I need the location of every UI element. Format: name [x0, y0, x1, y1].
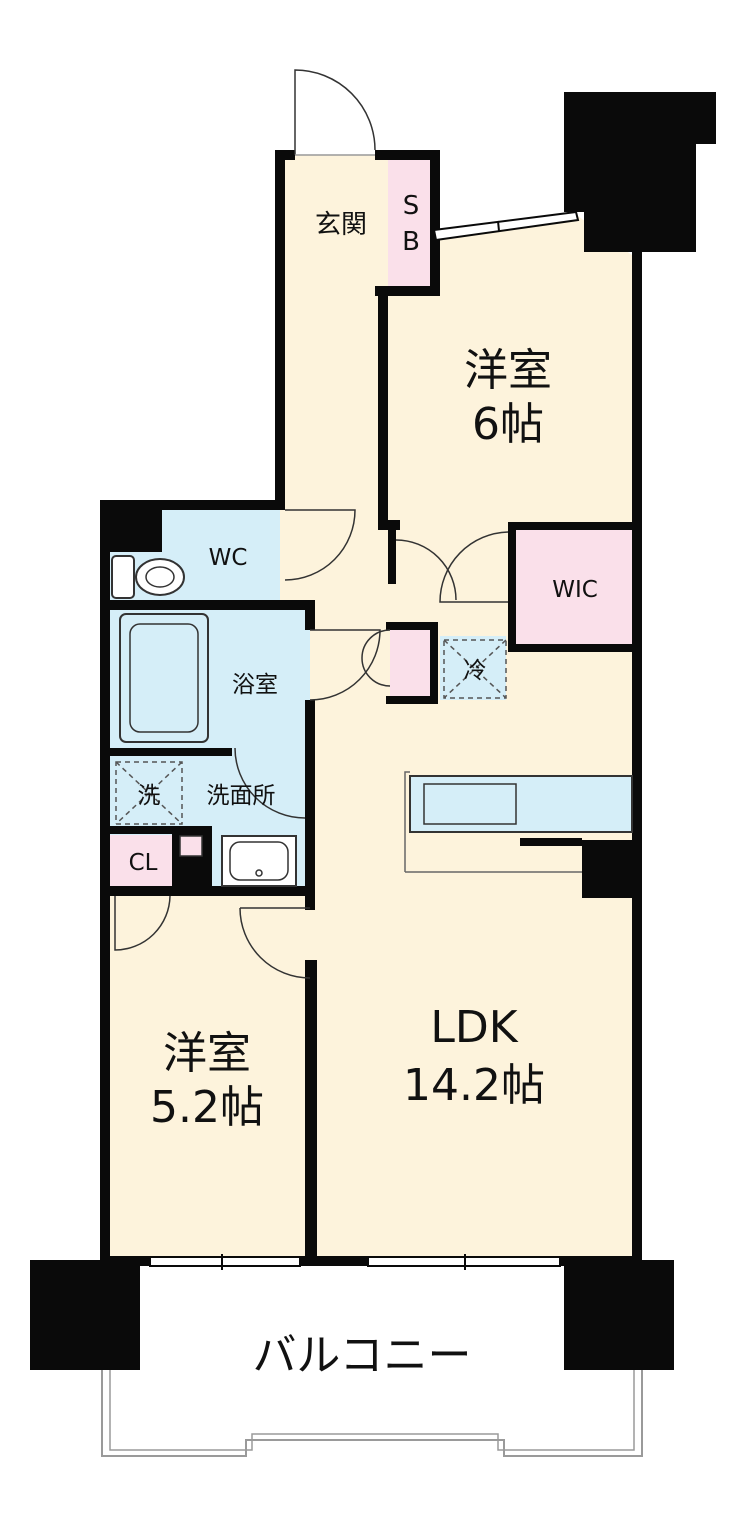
fridge-space [443, 639, 507, 699]
wall-pantry-right [430, 622, 438, 704]
wall-left-upper [275, 150, 285, 510]
wall-east [632, 250, 642, 1262]
wall-wic-bottom [508, 644, 642, 652]
closet-floor [110, 835, 176, 890]
genkan-label: 玄関 [315, 210, 367, 240]
balcony-label: バルコニー [252, 1330, 471, 1381]
ldk-name: LDK [430, 1002, 518, 1053]
column-south-east [564, 1260, 674, 1370]
walls [30, 92, 716, 1370]
wall-west [100, 500, 110, 1262]
western-1-size: 6帖 [472, 399, 544, 450]
wall-bath-right [305, 600, 315, 630]
wic-label: WIC [552, 577, 598, 603]
wall-ldk-divider [305, 960, 317, 1262]
western-2-size: 5.2帖 [150, 1082, 264, 1133]
toilet-icon [111, 555, 185, 599]
western-2-floor [108, 890, 310, 1262]
shoe-box-label-b: B [402, 227, 420, 257]
wall-west-top [100, 500, 285, 510]
wall-western2-top [100, 886, 315, 896]
door-swing-icon [284, 509, 356, 581]
shoe-box-label-s: S [403, 191, 420, 221]
wall-wic-left [508, 522, 516, 644]
shoe-box-floor [388, 155, 434, 290]
labels: 玄関 S B 洋室 6帖 WC WIC 浴室 冷 洗 洗面所 CL 洋室 5.2… [129, 191, 598, 1381]
wall-pantry-bottom [386, 696, 438, 704]
door-swing-icon [114, 895, 171, 951]
hallway-floor [280, 290, 388, 630]
wall-corridor-left [305, 700, 315, 910]
door-swing-icon [294, 69, 376, 155]
wall-pantry-top [386, 622, 438, 630]
door-swing-icon [239, 907, 311, 979]
closet-label: CL [129, 850, 158, 876]
wall-hall-right-lower [388, 524, 396, 584]
wall-south-mid [300, 1256, 368, 1266]
column-south-west [30, 1260, 140, 1370]
door-swing-icon [439, 531, 509, 603]
ldk-floor [310, 630, 636, 1262]
wall-genkan-top [275, 150, 295, 160]
wall-wc-bottom [100, 600, 315, 610]
ldk-size: 14.2帖 [403, 1060, 545, 1111]
washer-space [115, 761, 183, 825]
wall-hall-right [378, 286, 388, 526]
fridge-label: 冷 [464, 658, 487, 684]
windows [149, 210, 580, 1270]
wic-floor [512, 526, 636, 646]
doors [114, 69, 509, 979]
western-1-name: 洋室 [464, 345, 552, 396]
wall-washroom-bottom [100, 826, 212, 834]
wc-label: WC [209, 545, 248, 571]
wall-shoe-right [430, 150, 440, 295]
shelf-pink [179, 835, 203, 857]
fixtures [111, 555, 633, 887]
wall-wic-top [512, 522, 642, 530]
wall-bath-bottom [100, 748, 232, 756]
bath-label: 浴室 [232, 672, 278, 698]
door-swing-icon [361, 629, 391, 687]
wall-kitchen-back [520, 838, 582, 846]
washer-label: 洗 [138, 783, 161, 809]
window-icon [149, 1256, 301, 1267]
column-north-east [564, 92, 716, 252]
wall-genkan-top-right [375, 150, 438, 160]
pantry-floor [390, 628, 430, 696]
floor-fills [103, 155, 636, 1262]
door-swing-icon [395, 539, 457, 601]
window-icon [432, 210, 580, 242]
door-swing-icon [309, 629, 381, 701]
genkan-floor [280, 155, 388, 290]
washbasin-icon [221, 835, 297, 887]
wall-genkan-bottom [375, 286, 440, 296]
bathtub-icon [119, 613, 209, 743]
washroom-label: 洗面所 [207, 783, 276, 809]
door-swing-icon [234, 747, 306, 819]
western-2-name: 洋室 [163, 1028, 251, 1079]
kitchen-sink-icon [404, 771, 633, 873]
wall-corner-wc [100, 500, 162, 552]
column-kitchen [582, 840, 642, 898]
